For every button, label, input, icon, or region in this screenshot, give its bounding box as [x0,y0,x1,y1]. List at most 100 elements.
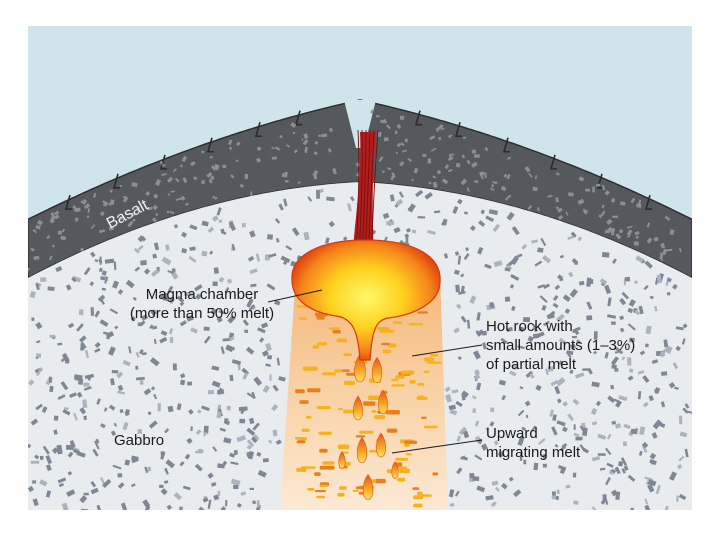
gabbro-speckle [556,496,559,500]
gabbro-speckle [661,371,667,375]
gabbro-speckle [80,343,84,350]
gabbro-speckle [533,463,538,470]
melt-pocket [318,432,332,435]
melt-pocket [387,429,398,433]
gabbro-speckle [667,292,670,295]
melt-pocket [405,441,418,444]
gabbro-speckle [537,247,543,252]
melt-pocket [380,330,395,333]
melt-pocket [343,452,349,454]
melt-pocket [368,396,380,401]
gabbro-speckle [190,426,192,431]
basalt-speckle [110,199,115,204]
melt-pocket [299,317,307,320]
gabbro-speckle [233,485,238,489]
gabbro-speckle [125,409,129,413]
melt-pocket [342,369,350,372]
gabbro-speckle [242,223,246,227]
melt-pocket [386,410,400,415]
basalt-speckle [380,120,385,123]
gabbro-speckle [225,500,227,506]
gabbro-speckle [40,277,46,282]
gabbro-speckle [36,353,41,357]
melt-pocket [353,490,359,492]
gabbro-speckle [32,480,36,483]
gabbro-speckle [615,491,620,499]
gabbro-speckle [83,416,86,420]
melt-pocket [319,449,327,453]
melt-pocket [333,330,341,334]
gabbro-speckle [54,416,59,421]
melt-pocket [395,458,408,461]
gabbro-speckle [418,216,426,218]
magma-chamber-label-line2: (more than 50% melt) [122,304,282,323]
gabbro-speckle [180,380,185,386]
melt-pocket [374,415,385,419]
basalt-speckle [592,187,595,193]
melt-pocket [296,468,306,472]
gabbro-speckle [574,261,578,265]
gabbro-speckle [625,277,630,282]
gabbro-speckle [634,281,637,284]
gabbro-speckle [631,429,638,435]
gabbro-speckle [187,382,192,386]
gabbro-speckle [135,366,138,370]
hot-rock-label-line3: of partial melt [486,355,635,374]
melt-pocket [337,493,344,497]
melt-pocket [317,342,327,345]
gabbro-speckle [204,327,210,331]
melt-pocket [412,487,419,490]
melt-pocket [401,371,414,375]
basalt-speckle [612,216,618,218]
melt-pocket [320,466,335,470]
gabbro-speckle [83,383,89,387]
basalt-speckle [474,154,480,157]
basalt-speckle [634,241,639,245]
gabbro-speckle [273,430,278,437]
melt-pocket [338,408,343,410]
gabbro-label: Gabbro [114,431,164,450]
melt-pocket [417,397,428,400]
gabbro-speckle [173,363,177,370]
upward-melt-label: Upward migrating melt [486,424,580,462]
gabbro-speckle [112,370,119,373]
gabbro-speckle [455,285,460,293]
gabbro-speckle [170,337,174,343]
melt-pocket [356,435,365,437]
gabbro-speckle [31,317,34,321]
gabbro-speckle [573,501,578,505]
gabbro-speckle [505,296,510,301]
gabbro-speckle [676,496,679,502]
gabbro-speckle [257,500,260,507]
melt-pocket [432,472,438,475]
melt-pocket [421,417,427,419]
melt-pocket [344,381,355,385]
melt-pocket [316,496,325,499]
gabbro-speckle [679,416,682,425]
gabbro-speckle [244,330,248,333]
basalt-speckle [58,230,63,235]
melt-pocket [375,479,386,483]
gabbro-speckle [84,493,89,496]
melt-pocket [307,488,314,491]
basalt-speckle [120,185,122,187]
gabbro-speckle [386,221,394,225]
basalt-speckle [405,139,408,143]
gabbro-speckle [31,461,39,464]
gabbro-speckle [631,508,634,513]
gabbro-speckle [229,375,233,381]
gabbro-speckle [610,385,614,389]
basalt-speckle [160,161,163,164]
melt-pocket [339,486,347,490]
basalt-speckle [422,154,426,157]
gabbro-speckle [214,267,219,274]
melt-pocket [322,372,336,375]
melt-pocket [322,461,334,465]
gabbro-speckle [208,390,214,395]
gabbro-speckle [66,445,73,450]
melt-pocket [307,388,320,392]
melt-pocket [313,345,319,349]
gabbro-speckle [489,302,494,308]
melt-pocket [413,504,422,508]
basalt-speckle [75,218,78,222]
